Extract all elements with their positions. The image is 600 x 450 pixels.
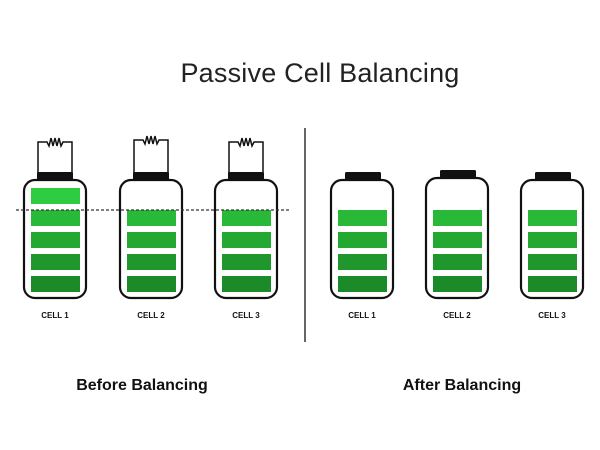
battery-terminal bbox=[345, 172, 381, 180]
charge-segment bbox=[31, 276, 80, 292]
before-cell-1 bbox=[22, 137, 88, 300]
charge-segment bbox=[31, 232, 80, 248]
charge-segment bbox=[528, 254, 577, 270]
before-section-label: Before Balancing bbox=[76, 377, 208, 394]
before-cell-2 bbox=[118, 135, 184, 300]
diagram-title: Passive Cell Balancing bbox=[180, 58, 460, 88]
charge-segment bbox=[528, 232, 577, 248]
charge-segment bbox=[222, 232, 271, 248]
charge-segment bbox=[338, 254, 387, 270]
balancing-resistor-icon bbox=[228, 137, 264, 175]
charge-segment bbox=[222, 254, 271, 270]
charge-segment bbox=[528, 276, 577, 292]
after-cell-1 bbox=[329, 172, 395, 300]
after-cell-3 bbox=[519, 172, 585, 300]
before-cell-3-label: CELL 3 bbox=[232, 311, 260, 320]
battery-terminal bbox=[133, 172, 169, 180]
charge-segment bbox=[433, 276, 482, 292]
charge-segment bbox=[31, 254, 80, 270]
charge-segment bbox=[31, 210, 80, 226]
charge-segment bbox=[433, 210, 482, 226]
before-cell-2-label: CELL 2 bbox=[137, 311, 165, 320]
battery-terminal bbox=[535, 172, 571, 180]
charge-segment bbox=[433, 232, 482, 248]
before-cell-1-label: CELL 1 bbox=[41, 311, 69, 320]
charge-segment bbox=[433, 254, 482, 270]
charge-segment bbox=[338, 210, 387, 226]
battery-terminal bbox=[228, 172, 264, 180]
charge-segment bbox=[127, 254, 176, 270]
charge-segment bbox=[222, 276, 271, 292]
battery-terminal bbox=[440, 170, 476, 178]
after-cell-2-label: CELL 2 bbox=[443, 311, 471, 320]
after-cell-3-label: CELL 3 bbox=[538, 311, 566, 320]
balancing-resistor-icon bbox=[133, 135, 169, 175]
charge-segment bbox=[528, 210, 577, 226]
balancing-resistor-icon bbox=[37, 137, 73, 175]
charge-segment bbox=[338, 276, 387, 292]
charge-segment bbox=[127, 232, 176, 248]
battery-terminal bbox=[37, 172, 73, 180]
after-section-label: After Balancing bbox=[402, 377, 522, 394]
charge-segment bbox=[31, 188, 80, 204]
charge-segment bbox=[127, 276, 176, 292]
before-cell-3 bbox=[213, 137, 279, 300]
after-cell-1-label: CELL 1 bbox=[348, 311, 376, 320]
charge-segment bbox=[127, 210, 176, 226]
charge-segment bbox=[222, 210, 271, 226]
after-cell-2 bbox=[424, 170, 490, 300]
charge-segment bbox=[338, 232, 387, 248]
